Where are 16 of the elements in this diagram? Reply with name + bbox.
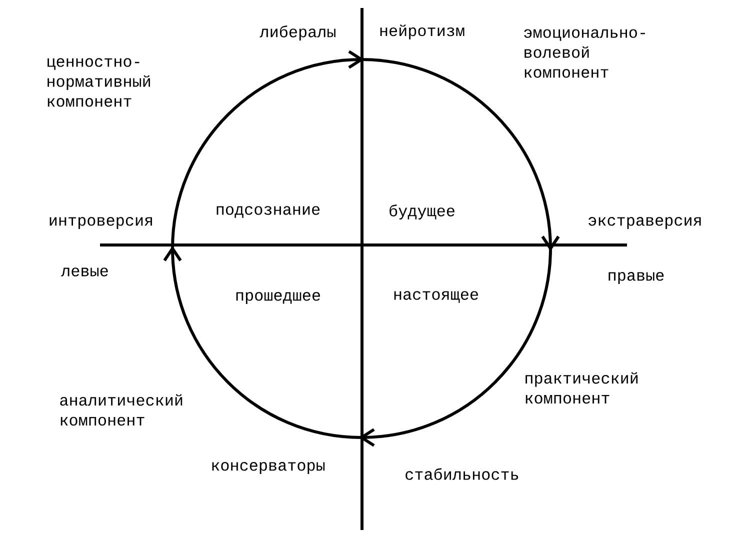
- label-text: настоящее: [394, 291, 478, 303]
- label-text: консерваторы: [212, 462, 325, 474]
- label-text: прошедшее: [236, 292, 320, 304]
- label-text: интроверсия: [50, 217, 152, 229]
- label-text: ценностно-нормативный компонент: [48, 58, 150, 107]
- label-text: подсознание: [216, 206, 320, 218]
- label-text: эмоционально-волевой компонент: [524, 29, 645, 78]
- label-text: аналитический компонент: [60, 394, 182, 426]
- label-text: будущее: [390, 204, 454, 220]
- label-text: левые: [61, 268, 108, 276]
- label-text: стабильность: [406, 468, 518, 480]
- label-text: практический компонент: [526, 372, 638, 404]
- label-text: экстраверсия: [588, 217, 701, 229]
- label-text: правые: [608, 272, 664, 284]
- label-text: либералы: [260, 26, 336, 40]
- label-text: нейротизм: [380, 24, 464, 40]
